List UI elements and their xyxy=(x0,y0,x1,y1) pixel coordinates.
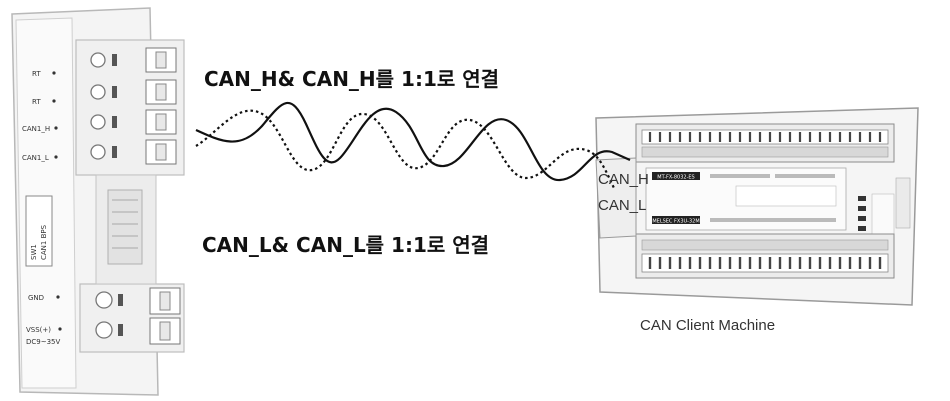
can-h-wire xyxy=(195,102,631,182)
switch-label-bps: CAN1 BPS xyxy=(40,224,48,260)
lower-terminal-block xyxy=(95,287,181,345)
upper-terminal-block xyxy=(90,47,177,165)
status-leds xyxy=(858,196,866,231)
label-rt-1: RT xyxy=(32,70,41,78)
label-vss: VSS(+) xyxy=(26,326,51,334)
label-gnd: GND xyxy=(28,294,44,302)
twisted-pair-wires xyxy=(195,102,631,189)
plc-badge-lower: MELSEC FX3U-32M xyxy=(652,219,699,225)
client-caption: CAN Client Machine xyxy=(640,317,775,334)
bottom-connection-label: CAN_L& CAN_L를 1:1로 연결 xyxy=(202,233,489,257)
can-gateway-module: RT RT CAN1_H CAN1_L SW1 CAN1 BPS GND VSS… xyxy=(11,7,185,396)
wire-label-can-h: CAN_H xyxy=(598,171,649,188)
wire-label-can-l: CAN_L xyxy=(598,197,646,214)
switch-label-sw1: SW1 xyxy=(30,244,38,260)
label-can1-h: CAN1_H xyxy=(22,125,50,133)
label-dc-range: DC9~35V xyxy=(26,338,61,346)
label-can1-l: CAN1_L xyxy=(22,154,49,162)
top-connection-label: CAN_H& CAN_H를 1:1로 연결 xyxy=(204,67,499,91)
label-rt-2: RT xyxy=(32,98,41,106)
can-client-machine: MT-FX-8032-ES MELSEC FX3U-32M xyxy=(595,107,919,306)
can-l-wire xyxy=(195,109,615,189)
plc-badge-upper: MT-FX-8032-ES xyxy=(657,175,694,181)
